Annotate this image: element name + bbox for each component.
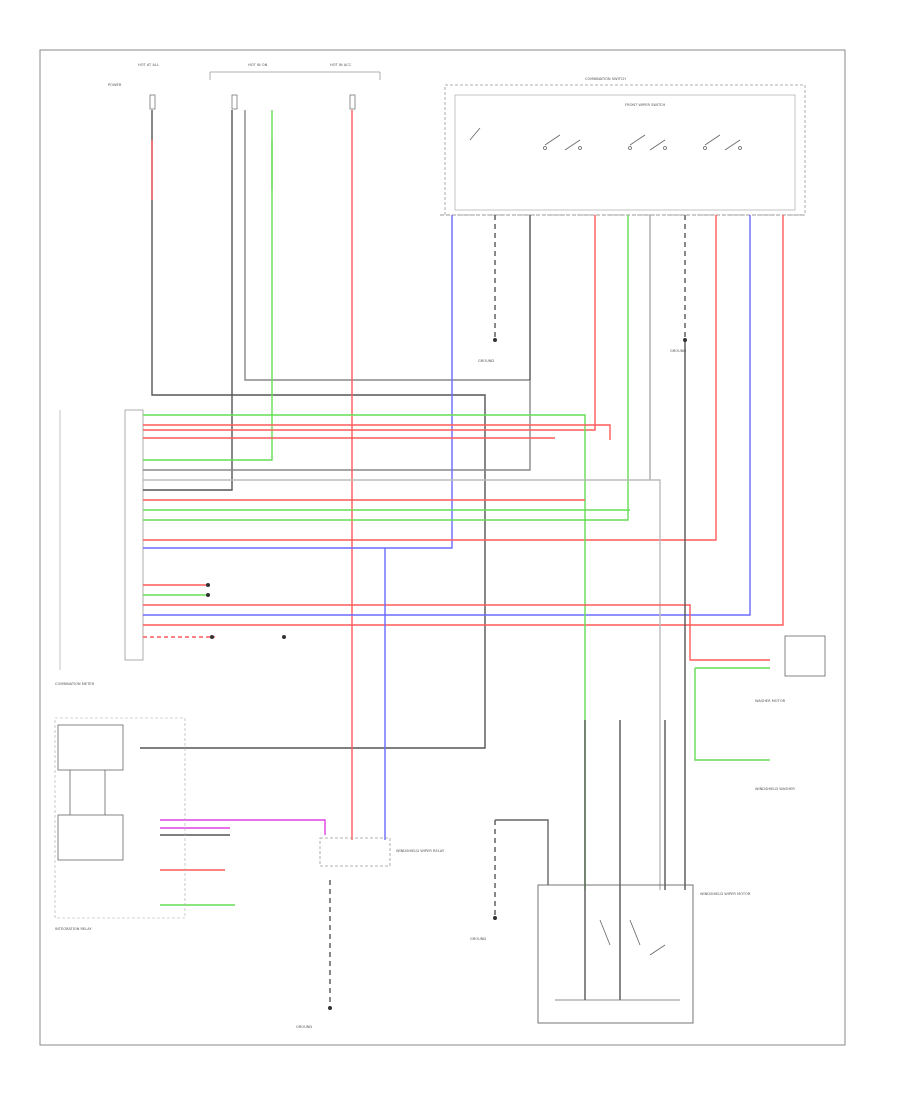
ground-label-2: GROUND: [470, 937, 486, 941]
fuse-block-top: [209, 71, 381, 80]
front-wiper-switch-box: [454, 94, 796, 211]
fuse-label-1: HOT AT ALL: [138, 63, 159, 67]
ecu-connector-label: COMBINATION METER: [55, 682, 95, 686]
fuse-2: [231, 94, 238, 110]
wiper-motor-box: [537, 884, 694, 1024]
power-source-label: POWER: [108, 83, 122, 87]
relay-block: [319, 837, 391, 867]
combination-switch-box: [444, 84, 806, 216]
diagram-frame: [39, 49, 846, 1046]
ecu-connector-block: [124, 409, 144, 661]
wiper-motor-internals: [555, 919, 680, 1001]
ground-label-4: GROUND: [670, 349, 686, 353]
combination-switch-label: COMBINATION SWITCH: [585, 77, 626, 81]
fuse-label-3: HOT IN ACC: [330, 63, 352, 67]
relay-block-label: WINDSHIELD WIPER RELAY: [396, 849, 445, 853]
connector-dots: [206, 338, 687, 1010]
lower-left-module-inner: [57, 814, 124, 861]
washer-motor-box: [784, 635, 826, 677]
fuse-label-2: HOT IN ON: [248, 63, 268, 67]
ground-label-1: GROUND: [296, 1025, 312, 1029]
wires: [140, 110, 784, 1010]
wiper-motor-label: WINDSHIELD WIPER MOTOR: [700, 892, 751, 896]
front-wiper-switch-label: FRONT WIPER SWITCH: [625, 103, 665, 107]
switch-contacts: [469, 127, 742, 151]
lower-left-module: [57, 724, 124, 771]
washer-motor-label: WASHER MOTOR: [755, 699, 786, 703]
lower-left-area: [54, 717, 186, 919]
fuse-3: [349, 94, 356, 110]
washer-sensor-label: WINDSHIELD WASHER: [755, 787, 795, 791]
ground-label-3: GROUND: [478, 359, 494, 363]
fuse-1: [149, 94, 156, 110]
lower-left-area-label: INTEGRATION RELAY: [55, 927, 92, 931]
